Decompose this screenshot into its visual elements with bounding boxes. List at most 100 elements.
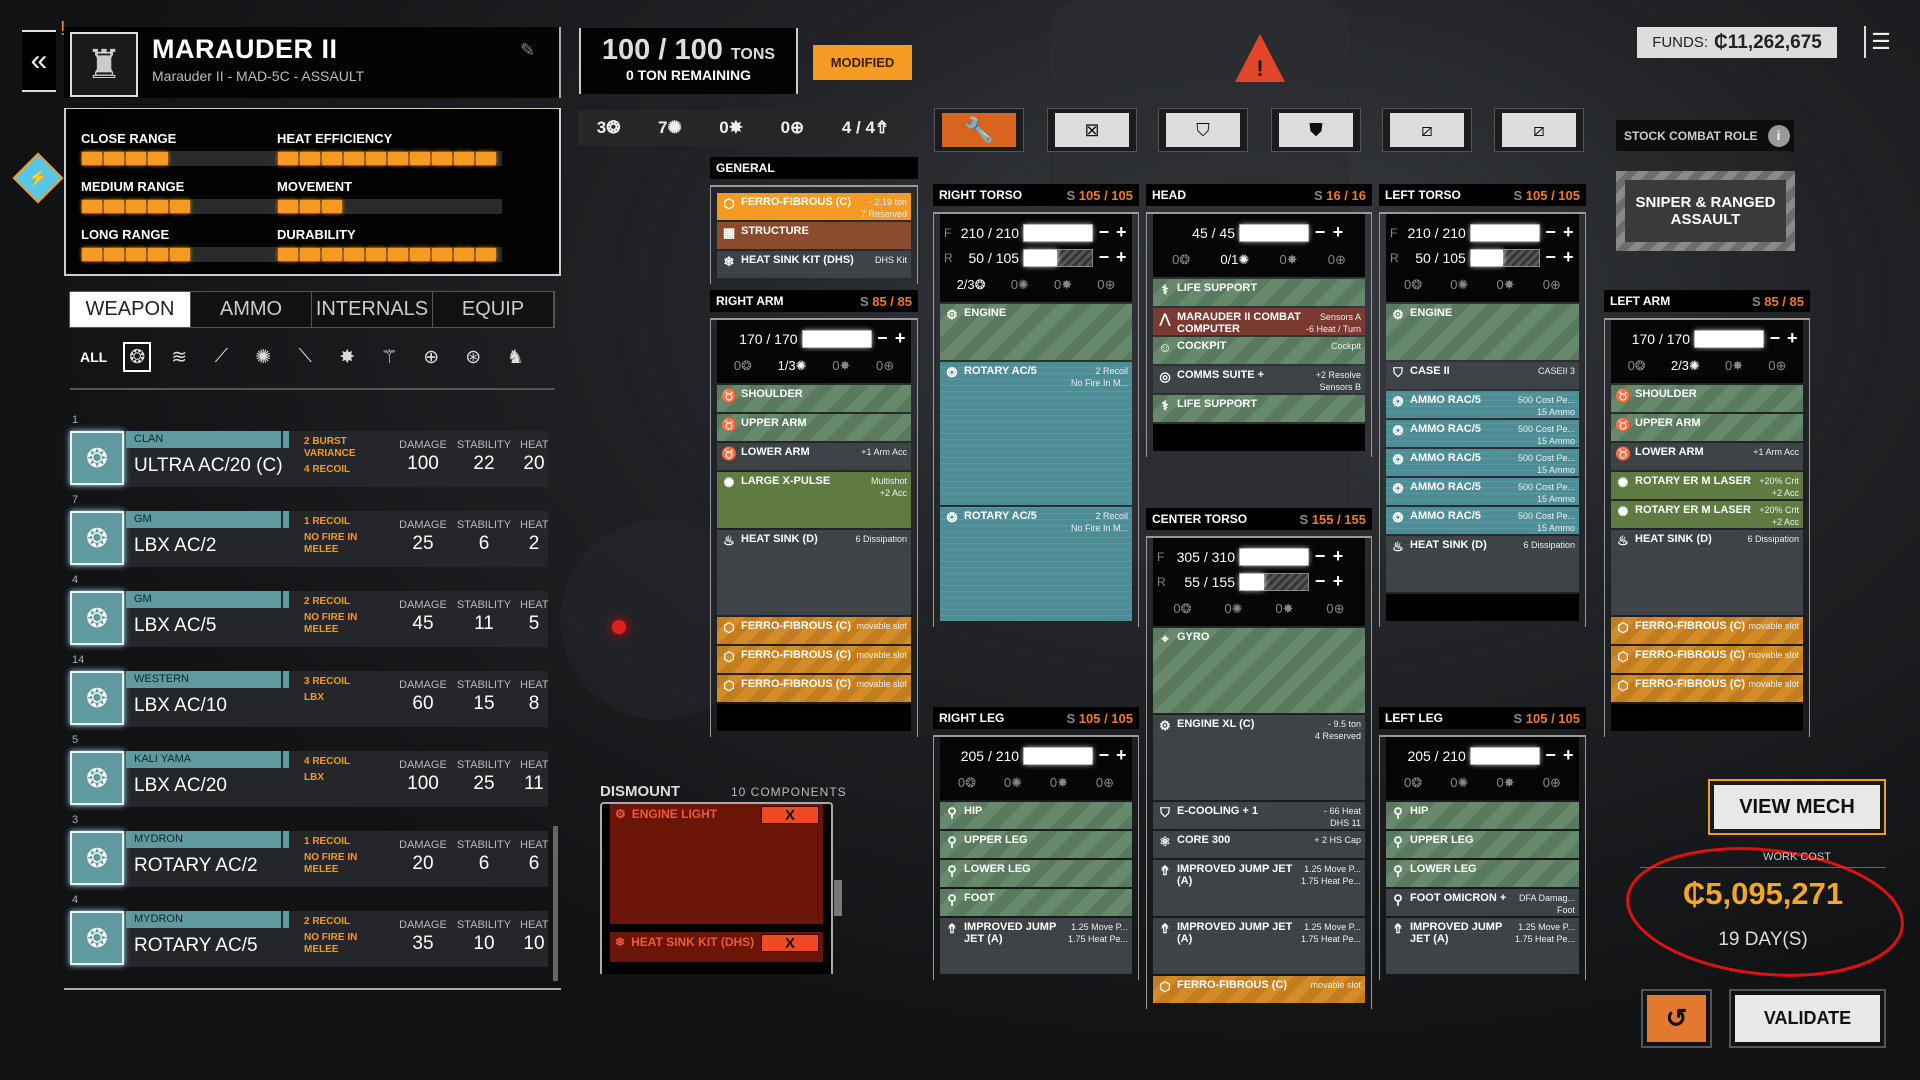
slot-item[interactable]: ⚲FOOT OMICRON +DFA Damag...Foot <box>1386 889 1579 916</box>
slot-item[interactable]: ⚲LOWER LEG <box>1386 860 1579 887</box>
armor-slider[interactable] <box>1469 248 1540 267</box>
slot-item[interactable]: ⚲UPPER LEG <box>940 831 1132 858</box>
filter-lbx-icon[interactable]: ✸ <box>339 346 356 368</box>
slot-item[interactable]: ⚲LOWER LEG <box>940 860 1132 887</box>
slot-item[interactable]: ⚲UPPER LEG <box>1386 831 1579 858</box>
slot-item[interactable]: ⚙ENGINE <box>1386 304 1579 360</box>
slot-item[interactable]: ⚛CORE 300+ 2 HS Cap <box>1153 831 1365 858</box>
armor-increase-button[interactable]: + <box>894 328 906 348</box>
armor-slider[interactable] <box>1023 746 1094 765</box>
slot-item[interactable]: ♉LOWER ARM+1 Arm Acc <box>717 443 911 470</box>
edit-name-icon[interactable]: ✎ <box>520 40 536 60</box>
slot-item[interactable]: ⇮IMPROVED JUMP JET (A)1.25 Move P...1.75… <box>1153 860 1365 916</box>
info-icon[interactable]: i <box>1767 124 1790 147</box>
strip-structure-button[interactable]: ⛉ <box>1158 108 1248 152</box>
slot-item[interactable]: ♉LOWER ARM+1 Arm Acc <box>1611 443 1803 470</box>
filter-all[interactable]: ALL <box>80 349 108 365</box>
armor-decrease-button[interactable]: − <box>877 328 888 348</box>
armor-decrease-button[interactable]: − <box>1314 546 1326 566</box>
remove-button[interactable]: X <box>761 934 819 952</box>
armor-slider[interactable] <box>1469 746 1540 765</box>
slot-item[interactable]: ⇮IMPROVED JUMP JET (A)1.25 Move P...1.75… <box>1386 918 1579 974</box>
slot-item[interactable]: ▦STRUCTURE <box>717 222 911 249</box>
slot-item[interactable]: ⬡FERRO-FIBROUS (C)movable slot <box>717 675 911 702</box>
tab-equip[interactable]: EQUIP <box>433 292 554 327</box>
filter-energy-icon[interactable]: ✺ <box>255 346 272 368</box>
armor-decrease-button[interactable]: − <box>1098 247 1110 267</box>
dismount-item[interactable]: ❄HEAT SINK KIT (DHS)X <box>610 932 823 962</box>
slot-item[interactable]: ♨HEAT SINK (D)6 Dissipation <box>1386 536 1579 592</box>
slot-item[interactable]: ✺ROTARY ER M LASER+20% Crit+2 Acc <box>1611 501 1803 528</box>
armor-increase-button[interactable]: + <box>1562 247 1574 267</box>
slot-item[interactable]: ⚕LIFE SUPPORT <box>1153 279 1365 306</box>
armor-decrease-button[interactable]: − <box>1545 222 1556 242</box>
repair-button[interactable]: 🔧 <box>934 108 1024 152</box>
slot-item[interactable]: ✺ROTARY ER M LASER+20% Crit+2 Acc <box>1611 472 1803 499</box>
validate-button[interactable]: VALIDATE <box>1729 989 1886 1048</box>
empty-slot[interactable] <box>1386 594 1579 621</box>
view-mech-button[interactable]: VIEW MECH <box>1708 779 1886 835</box>
slot-item[interactable]: ⬡FERRO-FIBROUS (C)movable slot <box>1611 675 1803 702</box>
filter-melee-icon[interactable]: ♞ <box>506 346 524 368</box>
slot-item[interactable]: ♨HEAT SINK (D)6 Dissipation <box>717 530 911 615</box>
slot-item[interactable]: ❄HEAT SINK KIT (DHS)DHS Kit <box>717 251 911 278</box>
armor-increase-button[interactable]: + <box>1116 222 1127 242</box>
filter-ballistic-icon[interactable]: ❂ <box>123 342 152 372</box>
slot-item[interactable]: ⚲FOOT <box>940 889 1132 916</box>
remove-button[interactable]: X <box>761 806 819 824</box>
mech-status-diamond-icon[interactable]: ⚡ <box>12 152 64 204</box>
slot-item[interactable]: ⚲HIP <box>940 802 1132 829</box>
armor-increase-button[interactable]: + <box>1116 745 1127 765</box>
back-button[interactable]: « <box>22 30 56 92</box>
armor-decrease-button[interactable]: − <box>1314 571 1326 591</box>
max-armor-button[interactable]: ⛊ <box>1271 108 1361 152</box>
slot-item[interactable]: ⬡FERRO-FIBROUS (C)movable slot <box>1611 617 1803 644</box>
slot-item[interactable]: ⬡FERRO-FIBROUS (C)movable slot <box>1611 646 1803 673</box>
slot-item[interactable]: ⚲HIP <box>1386 802 1579 829</box>
filter-missile-icon[interactable]: ≋ <box>171 346 188 368</box>
slot-item[interactable]: ♉UPPER ARM <box>717 414 911 441</box>
armor-increase-button[interactable]: + <box>1562 222 1574 242</box>
reset-button[interactable]: ↺ <box>1641 989 1712 1048</box>
menu-button[interactable]: ☰ <box>1864 26 1896 58</box>
filter-srm-icon[interactable]: ⚚ <box>380 346 398 368</box>
weapon-list-scrollbar[interactable] <box>553 826 558 981</box>
armor-decrease-button[interactable]: − <box>1769 328 1781 348</box>
armor-slider[interactable] <box>1023 248 1094 267</box>
slot-item[interactable]: ♉UPPER ARM <box>1611 414 1803 441</box>
slot-item[interactable]: ⇮IMPROVED JUMP JET (A)1.25 Move P...1.75… <box>1153 918 1365 974</box>
armor-slider[interactable] <box>1469 223 1540 242</box>
tab-weapon[interactable]: WEAPON <box>70 292 191 327</box>
armor-increase-button[interactable]: + <box>1562 745 1574 765</box>
slot-item[interactable]: ♉SHOULDER <box>717 385 911 412</box>
armor-increase-button[interactable]: + <box>1332 571 1344 591</box>
empty-slot[interactable] <box>717 704 911 731</box>
slot-item[interactable]: ⬡FERRO-FIBROUS (C)movable slot <box>717 646 911 673</box>
slot-item[interactable]: ♉SHOULDER <box>1611 385 1803 412</box>
armor-slider[interactable] <box>1694 329 1765 348</box>
armor-decrease-button[interactable]: − <box>1098 222 1110 242</box>
armor-slider[interactable] <box>1239 547 1309 566</box>
